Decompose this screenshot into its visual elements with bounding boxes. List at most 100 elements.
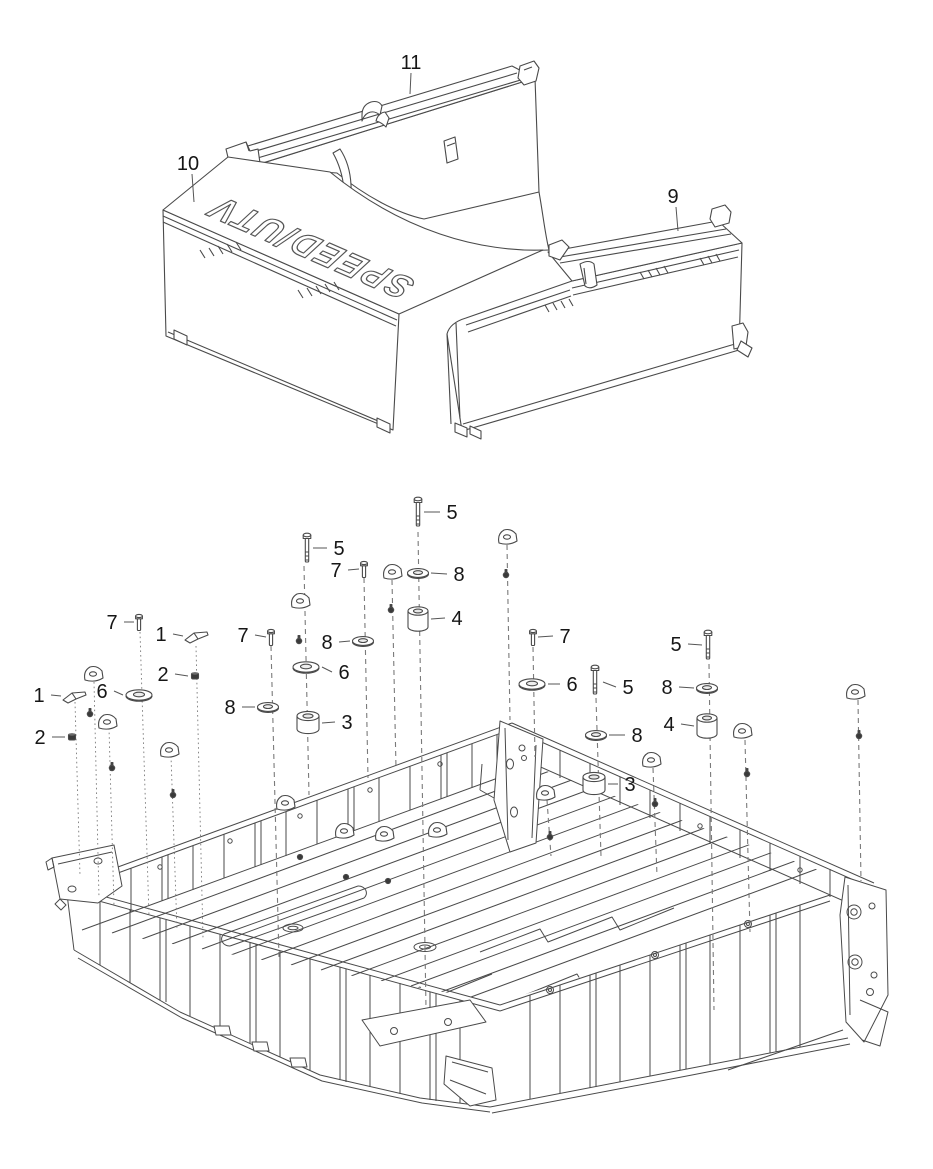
line-art: [388, 607, 393, 612]
panel11-right-latch: [518, 61, 539, 85]
line-art: [68, 886, 76, 892]
line-art: [573, 257, 738, 295]
line-art: [505, 728, 536, 840]
part-pin: [388, 605, 393, 613]
callout-number-6: 6: [566, 674, 577, 696]
line-art: [296, 638, 301, 643]
leader-dash-line: [533, 647, 535, 757]
line-art: [591, 665, 599, 669]
line-art: [450, 1062, 488, 1094]
panel11-mid-latch: [444, 137, 458, 163]
part-tab: [277, 796, 295, 811]
line-art: [547, 987, 554, 994]
line-art: [66, 723, 528, 930]
line-art: [194, 633, 198, 639]
line-art: [385, 878, 390, 883]
bed-right-rim: [512, 723, 880, 917]
part-bolt-short: [268, 629, 275, 645]
line-art: [652, 952, 659, 959]
part-pin: [296, 636, 301, 644]
bed-floor-details: [222, 854, 436, 951]
line-art: [126, 696, 152, 701]
line-art: [136, 614, 143, 617]
line-art: [745, 921, 752, 928]
line-art: [288, 926, 298, 930]
line-art: [282, 801, 289, 805]
line-art: [416, 502, 419, 526]
leader-dash-line: [858, 700, 861, 881]
leader-dash-lines: [75, 532, 861, 1010]
line-art: [293, 668, 319, 673]
line-art: [112, 765, 925, 997]
line-art: [856, 733, 861, 738]
line-art: [852, 959, 858, 965]
line-art: [747, 923, 750, 926]
line-art: [530, 905, 800, 1099]
part-washer-lg: [519, 679, 545, 690]
line-art: [269, 634, 272, 646]
line-art: [391, 1028, 398, 1035]
line-art: [593, 670, 596, 694]
callout-number-1: 1: [33, 685, 44, 707]
bed-right-corner-plate: [728, 877, 888, 1070]
line-art: [522, 756, 527, 761]
leader-dash-line: [140, 632, 149, 916]
callout-number-5: 5: [670, 634, 681, 656]
line-art: [166, 748, 173, 752]
line-art: [847, 905, 861, 919]
line-art: [697, 689, 718, 693]
panel-label-leader: [192, 174, 194, 202]
callout-number-5: 5: [622, 677, 633, 699]
line-art: [456, 323, 460, 419]
line-art: [507, 759, 514, 769]
box10-foot: [377, 418, 390, 433]
bed-front-left-wall: [66, 886, 500, 1112]
panel-label-9: 9: [667, 186, 678, 208]
callout-leader-line: [688, 644, 702, 645]
line-art: [283, 924, 303, 932]
part-bolt-long: [414, 497, 422, 526]
callout-leader-line: [175, 674, 188, 676]
line-art: [463, 344, 735, 424]
line-art: [852, 690, 859, 694]
part-washer-sm: [697, 684, 718, 694]
line-art: [414, 943, 436, 952]
leader-dash-line: [507, 545, 510, 720]
leader-dash-line: [109, 728, 114, 906]
line-art: [572, 250, 739, 288]
part-tab: [161, 743, 179, 758]
line-art: [447, 334, 451, 424]
part-pin: [109, 763, 114, 771]
part-bolt-long: [704, 630, 712, 659]
line-art: [90, 672, 97, 676]
floor-step-line: [480, 908, 674, 952]
line-art: [170, 792, 175, 797]
callout-number-4: 4: [663, 714, 674, 736]
part-tab: [384, 565, 402, 580]
line-art: [74, 950, 490, 1107]
line-art: [416, 516, 419, 524]
line-art: [703, 686, 712, 690]
callout-number-2: 2: [157, 664, 168, 686]
line-art: [305, 552, 308, 560]
part-bushing-lg: [297, 711, 319, 733]
line-art: [527, 681, 538, 686]
bed-left-corner-bracket: [46, 845, 122, 910]
part-bolt-short: [361, 561, 368, 577]
part-bolt-short: [530, 629, 537, 645]
leader-dash-line: [364, 578, 368, 778]
line-art: [589, 775, 599, 779]
part-clip: [63, 692, 86, 703]
line-art: [648, 758, 655, 762]
callout-number-8: 8: [631, 725, 642, 747]
line-art: [539, 192, 549, 250]
line-art: [87, 711, 92, 716]
callout-leader-line: [173, 634, 183, 636]
line-art: [798, 868, 802, 872]
bed-front-corner-bracket: [362, 1000, 496, 1106]
panel-label-11: 11: [401, 52, 422, 74]
part-bushing-lg: [583, 772, 605, 794]
line-art: [353, 642, 374, 646]
part-tab: [734, 724, 752, 739]
